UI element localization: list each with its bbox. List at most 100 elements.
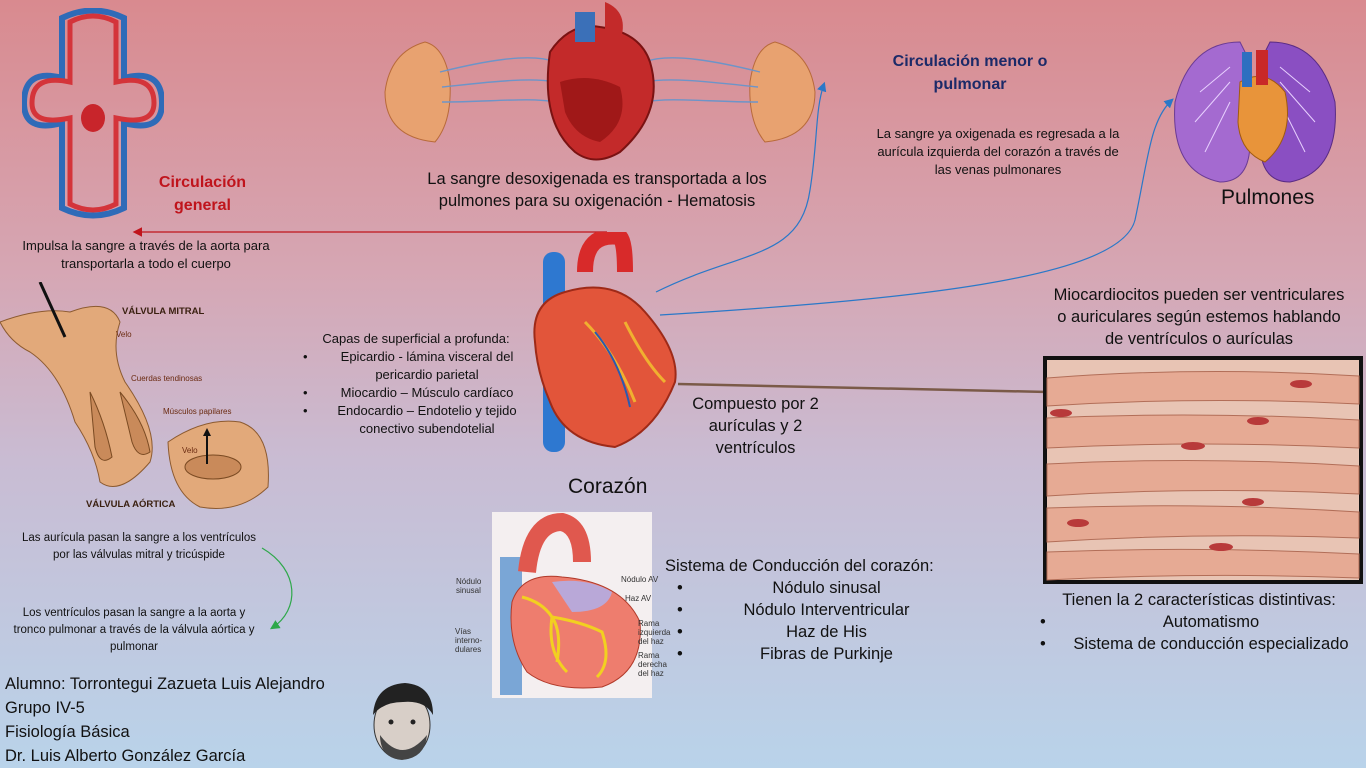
hematosis-line2: pulmones para su oxigenación - Hematosis	[438, 192, 756, 210]
cond-nodulo-av: Nódulo AV	[621, 575, 659, 584]
sistema-title: Sistema de Conducción del corazón:	[665, 557, 934, 575]
circulation-diagram-image	[22, 8, 164, 219]
capas-item-miocardio: • Miocardio – Músculo cardíaco	[303, 384, 535, 402]
bullet: •	[303, 349, 308, 364]
velo-label-2: Velo	[182, 446, 198, 455]
miocardiocitos-text: Miocardiocitos pueden ser ventriculares …	[1033, 284, 1365, 350]
cond-rama-izq-2: izquierda	[638, 628, 671, 637]
capas-item-line2: pericardio parietal	[375, 367, 479, 382]
auricula-line2: por las válvulas mitral y tricúspide	[53, 549, 225, 561]
sistema-item-label: Nódulo Interventricular	[743, 601, 910, 619]
caracteristicas-item: • Sistema de conducción especializado	[1040, 633, 1366, 655]
sistema-item: • Nódulo sinusal	[677, 577, 960, 599]
cond-rama-der-2: derecha	[638, 660, 667, 669]
valvula-mitral-label: VÁLVULA MITRAL	[122, 306, 205, 317]
cond-rama-der-1: Rama	[638, 651, 660, 660]
cond-nodulo-sinusal-1: Nódulo	[456, 577, 482, 586]
bullet: •	[303, 403, 308, 418]
miocardiocitos-line1: Miocardiocitos pueden ser ventriculares	[1053, 286, 1345, 304]
circulacion-menor-title: Circulación menor o pulmonar	[860, 50, 1080, 96]
caracteristicas-title: Tienen la 2 características distintivas:	[1062, 591, 1336, 609]
ventriculo-line1: Los ventrículos pasan la sangre a la aor…	[22, 607, 246, 619]
heart-image	[533, 232, 677, 452]
cond-vias-2: interno-	[455, 636, 483, 645]
valves-image	[0, 282, 269, 509]
circulacion-menor-desc-line2: aurícula izquierda del corazón a través …	[877, 144, 1119, 159]
circulacion-menor-title-line2: pulmonar	[933, 76, 1007, 93]
bullet: •	[677, 623, 683, 641]
capas-item-epicardio: • Epicardio - lámina visceral del perica…	[303, 348, 535, 384]
cond-rama-izq-3: del haz	[638, 637, 664, 646]
arrow-to-right-lungs	[659, 98, 1174, 316]
capas-block: Capas de superficial a profunda: • Epica…	[297, 330, 535, 438]
bullet: •	[1040, 613, 1046, 631]
capas-item-line1: Endocardio – Endotelio y tejido	[337, 403, 517, 418]
heart-lungs-image	[384, 2, 816, 161]
caracteristicas-item-label: Sistema de conducción especializado	[1073, 635, 1349, 653]
credits-profesor: Dr. Luis Alberto González García	[5, 747, 246, 765]
caracteristicas-item: • Automatismo	[1040, 611, 1366, 633]
sistema-conduccion-block: Sistema de Conducción del corazón: • Nódu…	[665, 555, 960, 665]
caracteristicas-block: Tienen la 2 características distintivas:…	[1032, 589, 1366, 655]
circulacion-menor-desc: La sangre ya oxigenada es regresada a la…	[858, 125, 1138, 179]
bullet: •	[1040, 635, 1046, 653]
sistema-item: • Fibras de Purkinje	[677, 643, 960, 665]
sistema-item: • Nódulo Interventricular	[677, 599, 960, 621]
cuerdas-label: Cuerdas tendinosas	[131, 374, 203, 383]
circulacion-general-title-line1: Circulación	[158, 174, 247, 191]
sistema-item-label: Fibras de Purkinje	[760, 645, 893, 663]
auricula-text: Las aurícula pasan la sangre a los ventr…	[0, 530, 278, 564]
cond-nodulo-sinusal-2: sinusal	[456, 586, 481, 595]
bullet: •	[303, 385, 308, 400]
bullet: •	[677, 579, 683, 597]
capas-item-line1: Miocardio – Músculo cardíaco	[340, 385, 514, 400]
ventriculo-line2: tronco pulmonar a través de la válvula a…	[13, 624, 255, 636]
sistema-item-label: Nódulo sinusal	[772, 579, 881, 597]
miocardiocitos-line3: de ventrículos o aurículas	[1104, 330, 1294, 348]
caracteristicas-item-label: Automatismo	[1162, 613, 1260, 631]
velo-label-1: Velo	[116, 330, 132, 339]
avatar	[373, 683, 433, 760]
capas-item-line1: Epicardio - lámina visceral del	[340, 349, 514, 364]
circulacion-general-title: Circulación general	[140, 171, 265, 217]
capas-item-endocardio: • Endocardio – Endotelio y tejido conect…	[303, 402, 535, 438]
compuesto-line3: ventrículos	[715, 439, 796, 457]
cardiomyocytes-image	[1043, 356, 1363, 584]
cond-vias-1: Vías	[455, 627, 472, 636]
pulmones-label: Pulmones	[1221, 186, 1315, 209]
cond-rama-der-3: del haz	[638, 669, 664, 678]
credits-materia: Fisiología Básica	[5, 723, 130, 741]
bullet: •	[677, 645, 683, 663]
credits-block: Alumno: Torrontegui Zazueta Luis Alejand…	[5, 672, 325, 768]
capas-title: Capas de superficial a profunda:	[322, 331, 510, 346]
musculos-label: Músculos papilares	[163, 407, 232, 416]
circulacion-general-desc: Impulsa la sangre a través de la aorta p…	[0, 237, 292, 273]
compuesto-line1: Compuesto por 2	[692, 395, 819, 413]
cond-vias-3: dulares	[455, 645, 482, 654]
miocardiocitos-line2: o auriculares según estemos hablando	[1057, 308, 1341, 326]
valvula-aortica-label: VÁLVULA AÓRTICA	[86, 499, 176, 510]
capas-item-line2: conectivo subendotelial	[359, 421, 495, 436]
bullet: •	[677, 601, 683, 619]
lungs-image	[1174, 41, 1336, 183]
compuesto-text: Compuesto por 2 aurículas y 2 ventrículo…	[678, 393, 833, 459]
corazon-label: Corazón	[568, 475, 648, 498]
ventriculo-text: Los ventrículos pasan la sangre a la aor…	[0, 605, 268, 656]
ventriculo-line3: pulmonar	[110, 641, 158, 653]
hematosis-line1: La sangre desoxigenada es transportada a…	[427, 170, 767, 188]
circulacion-menor-desc-line1: La sangre ya oxigenada es regresada a la	[876, 126, 1120, 141]
sistema-item: •Haz de His	[677, 621, 960, 643]
line-to-cells	[677, 382, 1049, 394]
arrow-to-top-lungs	[655, 81, 827, 293]
credits-alumno: Alumno: Torrontegui Zazueta Luis Alejand…	[5, 675, 325, 693]
credits-grupo: Grupo IV-5	[5, 699, 85, 717]
conduction-system-image	[492, 512, 652, 698]
circulacion-general-desc-line2: transportarla a todo el cuerpo	[61, 256, 231, 271]
arrow-auricula-ventriculo	[261, 547, 293, 630]
hematosis-text: La sangre desoxigenada es transportada a…	[392, 168, 802, 212]
cond-haz-av: Haz AV	[625, 594, 652, 603]
circulacion-menor-desc-line3: las venas pulmonares	[934, 162, 1062, 177]
circulacion-menor-title-line1: Circulación menor o	[892, 53, 1048, 70]
circulacion-general-title-line2: general	[174, 197, 231, 214]
